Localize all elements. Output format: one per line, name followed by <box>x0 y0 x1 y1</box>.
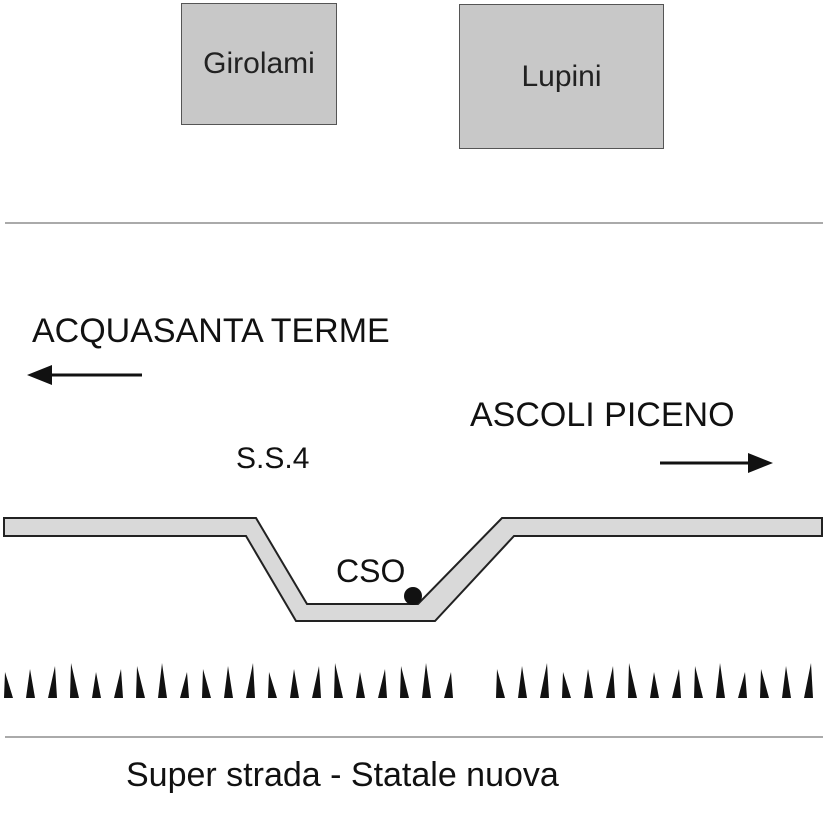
vegetation-spike <box>782 666 791 698</box>
direction-label-left: ACQUASANTA TERME <box>32 312 390 350</box>
vegetation-spike <box>224 666 233 698</box>
vegetation-spike <box>518 666 527 698</box>
vegetation-spike <box>356 672 365 698</box>
vegetation-spike <box>378 669 387 698</box>
arrow-right-icon <box>660 453 773 473</box>
vegetation-row <box>4 663 813 698</box>
cso-point-marker <box>404 587 422 605</box>
vegetation-spike <box>760 669 769 698</box>
vegetation-spike <box>444 672 453 698</box>
vegetation-spike <box>334 663 343 698</box>
arrow-left-icon <box>27 365 142 385</box>
vegetation-spike <box>158 663 167 698</box>
cso-label: CSO <box>336 553 406 589</box>
vegetation-spike <box>246 663 255 698</box>
vegetation-spike <box>804 663 813 698</box>
vegetation-spike <box>496 669 505 698</box>
vegetation-spike <box>26 669 35 698</box>
road-ss4 <box>3 517 823 622</box>
vegetation-spike <box>540 663 549 698</box>
vegetation-spike <box>290 669 299 698</box>
vegetation-spike <box>48 666 57 698</box>
building-lupini-label: Lupini <box>521 59 602 93</box>
vegetation-spike <box>312 666 321 698</box>
building-girolami: Girolami <box>181 3 337 125</box>
vegetation-spike <box>716 663 725 698</box>
vegetation-spike <box>694 666 703 698</box>
road-label: S.S.4 <box>236 442 310 475</box>
vegetation-spike <box>738 672 747 698</box>
vegetation-spike <box>562 672 571 698</box>
vegetation-spike <box>650 672 659 698</box>
building-girolami-label: Girolami <box>203 47 315 80</box>
vegetation-spike <box>202 669 211 698</box>
vegetation-spike <box>606 666 615 698</box>
vegetation-spike <box>70 663 79 698</box>
vegetation-spike <box>114 669 123 698</box>
direction-label-right: ASCOLI PICENO <box>470 396 735 434</box>
vegetation-spike <box>628 663 637 698</box>
vegetation-spike <box>136 666 145 698</box>
building-lupini: Lupini <box>459 4 664 149</box>
bottom-road-label: Super strada - Statale nuova <box>126 756 559 794</box>
vegetation-spike <box>400 666 409 698</box>
vegetation-spike <box>92 672 101 698</box>
vegetation-spike <box>4 672 13 698</box>
vegetation-spike <box>268 672 277 698</box>
vegetation-spike <box>422 663 431 698</box>
vegetation-spike <box>672 669 681 698</box>
vegetation-spike <box>180 672 189 698</box>
vegetation-spike <box>584 669 593 698</box>
